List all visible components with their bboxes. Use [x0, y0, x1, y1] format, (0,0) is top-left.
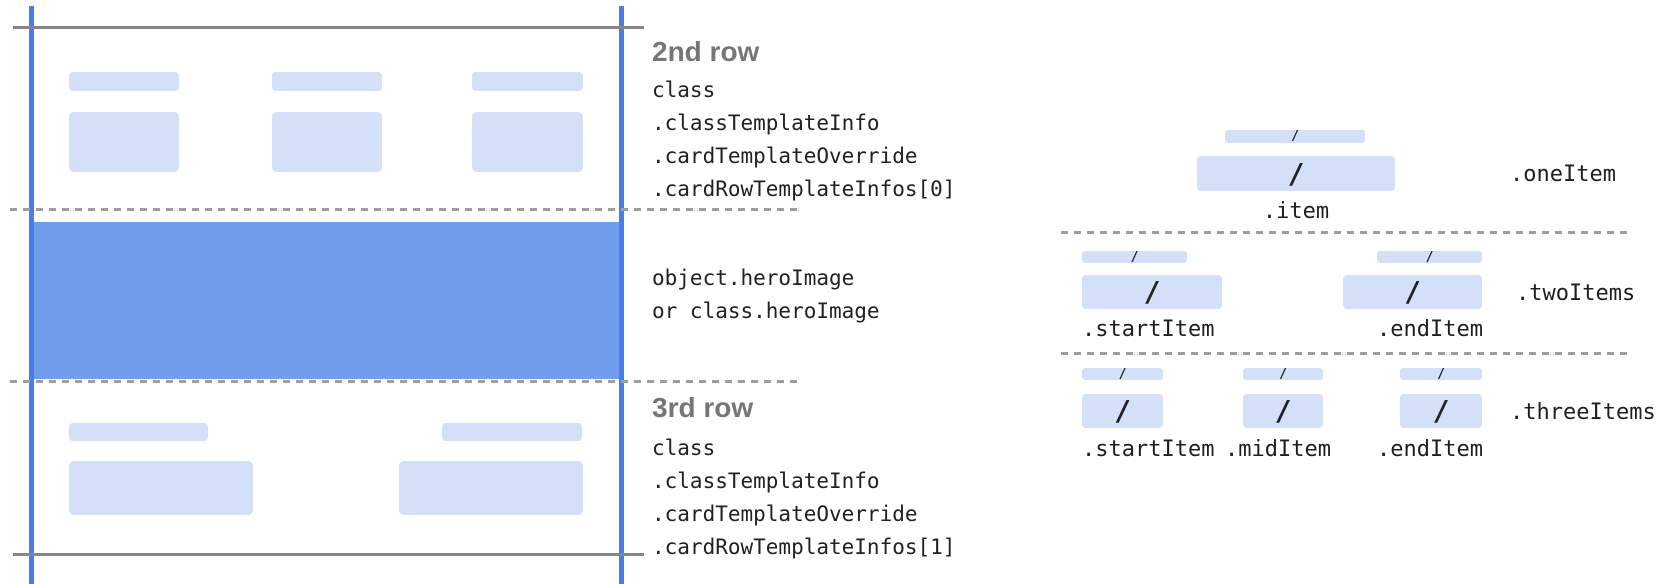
item-name-label: .startItem — [1082, 317, 1215, 342]
hero-image-band — [34, 222, 619, 379]
slash-placeholder: / — [1425, 249, 1434, 265]
card-bottom-boundary-line — [13, 553, 644, 556]
code-line: object.heroImage — [652, 266, 855, 290]
item-label-placeholder — [69, 423, 208, 441]
slash-placeholder: / — [1118, 366, 1127, 382]
item-label-placeholder — [69, 72, 179, 91]
row-divider-dashed-line-top — [10, 208, 800, 211]
item-value-placeholder — [472, 112, 583, 172]
layout-name-label: .twoItems — [1516, 281, 1636, 306]
slash-placeholder: / — [1432, 394, 1450, 427]
item-value-placeholder — [69, 112, 179, 172]
slash-placeholder: / — [1274, 394, 1292, 427]
item-label-placeholder — [472, 72, 583, 91]
card-right-edge-line — [619, 6, 624, 584]
slash-placeholder: / — [1437, 366, 1445, 382]
item-label-bar: / — [1082, 366, 1163, 382]
slash-placeholder: / — [1130, 249, 1139, 265]
second-row-heading: 2nd row — [652, 36, 760, 67]
code-line: class — [652, 436, 716, 460]
item-name-label: .endItem — [1377, 437, 1483, 462]
item-label-placeholder — [442, 423, 582, 441]
item-value-bar: / — [1243, 394, 1323, 428]
slash-placeholder: / — [1287, 156, 1305, 190]
layout-name-label: .threeItems — [1510, 400, 1656, 425]
item-value-placeholder — [272, 112, 382, 172]
item-label-bar: / — [1377, 249, 1482, 265]
layout-name-label: .oneItem — [1510, 162, 1616, 187]
item-value-placeholder — [69, 461, 253, 515]
item-name-label: .midItem — [1225, 437, 1331, 462]
slash-placeholder: / — [1114, 394, 1131, 427]
item-value-bar: / — [1400, 394, 1482, 428]
item-value-bar: / — [1082, 275, 1222, 309]
item-label-placeholder — [272, 72, 382, 91]
code-line: .cardRowTemplateInfos[1] — [652, 535, 956, 559]
code-line: .cardRowTemplateInfos[0] — [652, 177, 956, 201]
card-left-edge-line — [29, 6, 34, 584]
item-value-bar: / — [1082, 394, 1163, 428]
item-name-label: .endItem — [1377, 317, 1483, 342]
item-name-label: .item — [1262, 199, 1330, 224]
code-line: class — [652, 78, 716, 102]
item-label-bar: / — [1082, 249, 1187, 265]
row-divider-dashed-line-bottom — [10, 380, 800, 383]
layout-divider-dashed-line — [1061, 352, 1628, 355]
slash-placeholder: / — [1291, 129, 1299, 144]
item-value-bar: / — [1343, 275, 1482, 309]
slash-placeholder: / — [1404, 275, 1421, 308]
card-top-boundary-line — [13, 26, 644, 29]
code-line: .cardTemplateOverride — [652, 502, 918, 526]
third-row-heading: 3rd row — [652, 392, 754, 423]
item-value-placeholder — [399, 461, 583, 515]
item-value-bar: / — [1197, 156, 1395, 191]
slash-placeholder: / — [1279, 366, 1287, 382]
item-label-bar: / — [1400, 366, 1482, 382]
code-line: .classTemplateInfo — [652, 469, 880, 493]
item-label-bar: / — [1243, 366, 1323, 382]
slash-placeholder: / — [1143, 275, 1161, 308]
code-line: .cardTemplateOverride — [652, 144, 918, 168]
code-line: .classTemplateInfo — [652, 111, 880, 135]
item-label-bar: / — [1225, 130, 1365, 143]
code-line: or class.heroImage — [652, 299, 880, 323]
layout-divider-dashed-line — [1061, 231, 1628, 234]
item-name-label: .startItem — [1082, 437, 1215, 462]
